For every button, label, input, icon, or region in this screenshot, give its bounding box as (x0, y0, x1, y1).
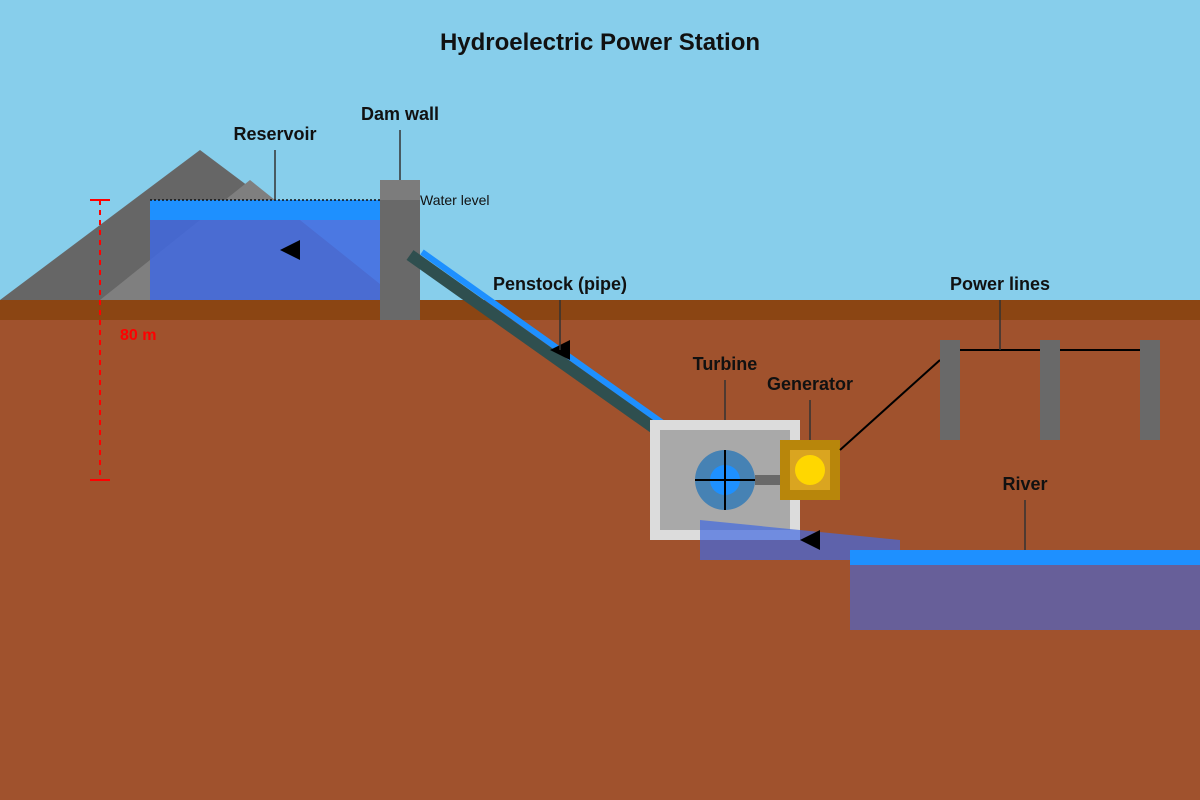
ground-surface (0, 300, 1200, 320)
penstock-pipe-casing (406, 250, 664, 437)
reservoir-surface (150, 200, 380, 220)
dam-wall (380, 180, 420, 320)
diagram-title: Hydroelectric Power Station (440, 29, 760, 56)
penstock-pipe-water (420, 249, 666, 427)
generator-label: Generator (767, 374, 853, 394)
generator-cable (839, 359, 941, 451)
water-level-label: Water level (420, 192, 490, 208)
generator-core (795, 455, 825, 485)
power-pole-3 (1140, 340, 1160, 440)
power-pole-1 (940, 340, 960, 440)
river-water (850, 565, 1200, 630)
power-pole-2 (1040, 340, 1060, 440)
turbine-label: Turbine (693, 354, 758, 374)
dam-wall-top (380, 180, 420, 200)
flow-arrow-reservoir (280, 240, 300, 260)
river-label: River (1002, 474, 1047, 494)
power-lines-label: Power lines (950, 274, 1050, 294)
height-label: 80 m (120, 327, 156, 344)
penstock-label: Penstock (pipe) (493, 274, 627, 294)
dam-wall-label: Dam wall (361, 104, 439, 124)
reservoir-label: Reservoir (233, 124, 316, 144)
river-surface (850, 550, 1200, 565)
flow-arrow-outflow (800, 530, 820, 550)
turbine-shaft (755, 475, 782, 485)
